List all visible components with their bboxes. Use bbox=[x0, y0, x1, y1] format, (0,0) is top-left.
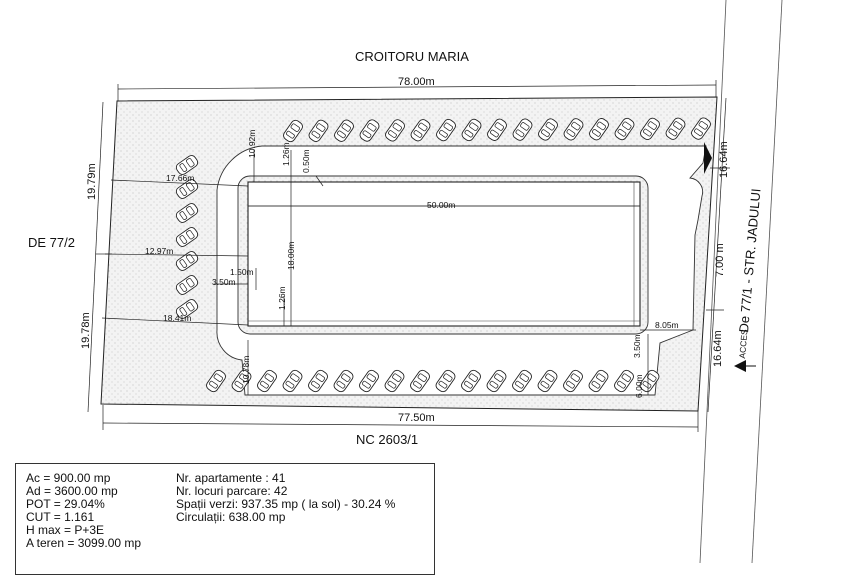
dim-east-upper: 16.64m bbox=[718, 141, 730, 178]
legend-apartments: Nr. apartamente : 41 bbox=[176, 471, 286, 485]
neighbor-south: NC 2603/1 bbox=[356, 432, 419, 447]
street-edge-lines bbox=[699, 0, 783, 563]
dimension-lines bbox=[87, 80, 730, 432]
dim-top-setback: 10.92m bbox=[247, 129, 257, 158]
legend-cut: CUT = 1.161 bbox=[26, 510, 95, 524]
site-plan bbox=[87, 0, 783, 563]
dim-small-gap: 0.50m bbox=[301, 149, 311, 173]
dim-east-mid: 7.00 m bbox=[714, 243, 726, 277]
dim-gap-bottom: 1.26m bbox=[277, 286, 287, 310]
dim-bottom-setback: 10.78m bbox=[241, 355, 251, 384]
dim-gap-top: 1.26m bbox=[281, 142, 291, 166]
dim-building-length: 50.00m bbox=[427, 200, 456, 210]
dim-gap-left: 1.50m bbox=[230, 267, 254, 277]
legend-green: Spații verzi: 937.35 mp ( la sol) - 30.2… bbox=[176, 497, 396, 511]
neighbor-north: CROITORU MARIA bbox=[355, 49, 469, 64]
legend-ad: Ad = 3600.00 mp bbox=[26, 484, 118, 498]
dim-offset-left-upper: 17.66m bbox=[166, 173, 195, 183]
dim-west-lower: 19.78m bbox=[80, 312, 92, 349]
legend-ac: Ac = 900.00 mp bbox=[26, 471, 111, 485]
legend-left-column: Ac = 900.00 mp Ad = 3600.00 mp POT = 29.… bbox=[26, 472, 141, 550]
neighbor-west: DE 77/2 bbox=[28, 235, 75, 250]
access-arrow-out bbox=[734, 360, 746, 372]
legend-parking: Nr. locuri parcare: 42 bbox=[176, 484, 288, 498]
dim-road-width-right: 3.50m bbox=[632, 334, 642, 358]
legend-pot: POT = 29.04% bbox=[26, 497, 105, 511]
dim-east-lower: 16.64m bbox=[712, 330, 724, 367]
dim-west-upper: 19.79m bbox=[86, 163, 98, 200]
dim-building-depth: 18.00m bbox=[286, 241, 296, 270]
dim-south-width: 77.50m bbox=[398, 412, 435, 424]
legend-right-column: Nr. apartamente : 41 Nr. locuri parcare:… bbox=[176, 472, 395, 524]
dim-parking-depth: 6.00m bbox=[634, 374, 644, 398]
access-label: ACCES bbox=[736, 328, 750, 359]
dim-road-width: 3.50m bbox=[212, 277, 236, 287]
dim-offset-left-lower: 18.41m bbox=[163, 313, 192, 323]
legend-circulation: Circulații: 638.00 mp bbox=[176, 510, 286, 524]
legend-area: A teren = 3099.00 mp bbox=[26, 536, 142, 550]
dim-offset-left-mid: 12.97m bbox=[145, 246, 174, 256]
dim-north-width: 78.00m bbox=[398, 76, 435, 88]
dim-offset-right: 8.05m bbox=[655, 320, 679, 330]
legend-box: Ac = 900.00 mp Ad = 3600.00 mp POT = 29.… bbox=[15, 463, 435, 575]
legend-hmax: H max = P+3E bbox=[26, 523, 105, 537]
access-arrow-in bbox=[704, 142, 712, 174]
